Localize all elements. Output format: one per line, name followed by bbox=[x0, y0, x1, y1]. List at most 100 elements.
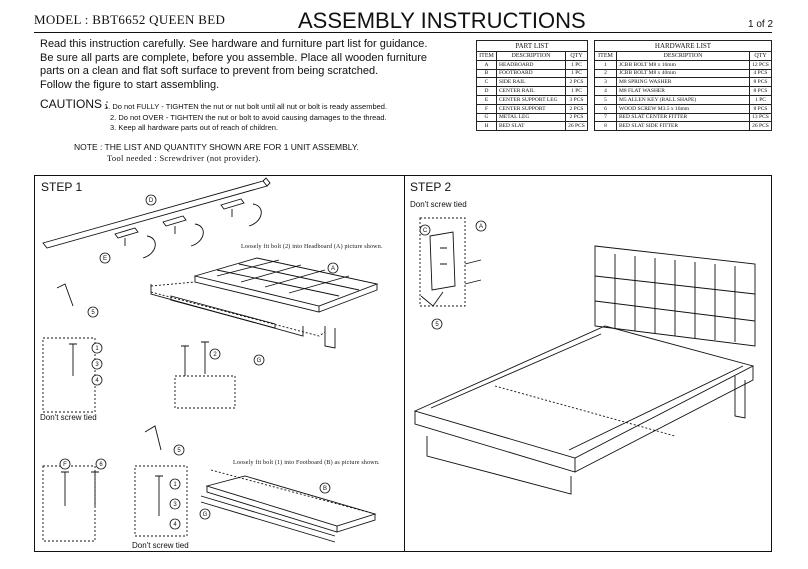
callout-marker: G bbox=[253, 354, 265, 366]
footboard-bolt-note: Loosely fit bolt (1) into Footboard (B) … bbox=[233, 460, 380, 466]
qty-cell: 12 PCS bbox=[749, 59, 772, 70]
item-cell: 8 bbox=[594, 121, 617, 132]
qty-cell: 8 PCS bbox=[749, 86, 772, 96]
item-cell: G bbox=[476, 112, 497, 123]
callout-label: 5 bbox=[177, 448, 181, 454]
callout-label: 2 bbox=[213, 352, 217, 358]
step1-label: STEP 1 bbox=[41, 180, 83, 194]
tools-needed: Tool needed : Screwdriver (not provider)… bbox=[107, 153, 261, 163]
item-cell: 1 bbox=[594, 59, 617, 70]
description-cell: HEADBOARD bbox=[496, 59, 566, 70]
detail-box-drawing bbox=[42, 337, 236, 542]
qty-cell: 8 PCS bbox=[749, 103, 772, 114]
item-cell: B bbox=[476, 68, 497, 79]
qty-cell: 1 PC bbox=[565, 86, 588, 96]
col-header: DESCRIPTION bbox=[616, 51, 750, 61]
hardware-list-caption: HARDWARE LIST bbox=[594, 40, 772, 52]
qty-cell: 2 PCS bbox=[565, 77, 588, 88]
callout-label: 1 bbox=[173, 482, 177, 488]
support-leg-drawing bbox=[114, 198, 262, 259]
item-cell: D bbox=[476, 86, 497, 96]
intro-line: Be sure all parts are complete, before y… bbox=[40, 51, 428, 64]
headboard-bolt-note: Loosely fit bolt (2) into Headboard (A) … bbox=[241, 244, 383, 250]
callout-marker: 2 bbox=[209, 348, 221, 360]
callout-label: D bbox=[149, 198, 154, 204]
callout-marker: 5 bbox=[173, 444, 185, 456]
qty-cell: 3 PCS bbox=[565, 94, 588, 105]
callout-marker: A bbox=[327, 262, 339, 274]
item-cell: H bbox=[476, 121, 497, 132]
callout-marker: A bbox=[475, 220, 487, 232]
caution-item: 2. Do not OVER - TIGHTEN the nut or bolt… bbox=[110, 113, 387, 122]
note-text: NOTE : THE LIST AND QUANTITY SHOWN ARE F… bbox=[74, 142, 359, 152]
callout-marker: 4 bbox=[169, 518, 181, 530]
col-header: QTY bbox=[749, 51, 772, 61]
headboard-drawing bbox=[150, 257, 379, 349]
title-rule bbox=[34, 32, 772, 33]
description-cell: CENTER SUPPORT bbox=[496, 103, 566, 114]
steps-frame: STEP 1 STEP 2 Loosely fit bolt (2) into … bbox=[34, 175, 772, 552]
description-cell: METAL LEG bbox=[496, 112, 566, 123]
callout-marker: 5 bbox=[431, 318, 443, 330]
step-divider bbox=[404, 176, 406, 551]
callout-label: C bbox=[423, 228, 428, 234]
bed-frame-drawing bbox=[413, 245, 756, 495]
allen-key-icon bbox=[56, 283, 74, 307]
assembly-note: NOTE : THE LIST AND QUANTITY SHOWN ARE F… bbox=[74, 142, 359, 164]
callout-label: A bbox=[479, 224, 483, 230]
callout-marker: 1 bbox=[91, 342, 103, 354]
callout-marker: D bbox=[145, 194, 157, 206]
callout-label: 6 bbox=[99, 462, 103, 468]
description-cell: JCBB BOLT M8 x 16mm bbox=[616, 59, 750, 70]
description-cell: BED SLAT CENTER FITTER bbox=[616, 112, 750, 123]
description-cell: M8 FLAT WASHER bbox=[616, 86, 750, 96]
col-header: DESCRIPTION bbox=[496, 51, 566, 61]
bolt-drawing bbox=[61, 341, 209, 516]
callout-label: 3 bbox=[95, 362, 99, 368]
callout-label: 4 bbox=[173, 522, 177, 528]
intro-line: parts on a clean and flat soft surface t… bbox=[40, 65, 379, 77]
callout-label: 5 bbox=[435, 322, 439, 328]
description-cell: FOOTBOARD bbox=[496, 68, 566, 79]
callout-label: G bbox=[257, 358, 262, 364]
col-header: ITEM bbox=[594, 51, 617, 61]
allen-key-icon bbox=[144, 425, 162, 451]
description-cell: M8 SPRING WASHER bbox=[616, 77, 750, 88]
description-cell: BED SLAT SIDE FITTER bbox=[616, 121, 750, 132]
description-cell: JCBB BOLT M8 x 40mm bbox=[616, 68, 750, 79]
col-header: ITEM bbox=[476, 51, 497, 61]
caution-item: 1. Do not FULLY - TIGHTEN the nut or nut… bbox=[104, 102, 388, 111]
assembly-drawing: D E A G 5 1 2 3 4 5 F 6 1 3 4 B G C A 5 bbox=[42, 177, 756, 543]
caution-item: 3. Keep all hardware parts out of reach … bbox=[110, 123, 279, 132]
item-cell: 4 bbox=[594, 86, 617, 96]
qty-cell: 26 PCS bbox=[565, 121, 588, 132]
cautions-label: CAUTIONS : bbox=[40, 97, 109, 111]
callout-marker: 3 bbox=[91, 358, 103, 370]
item-cell: 5 bbox=[594, 94, 617, 105]
callout-marker: 6 bbox=[95, 458, 107, 470]
callout-marker: 3 bbox=[169, 498, 181, 510]
center-rail-drawing bbox=[42, 177, 271, 249]
qty-cell: 2 PCS bbox=[565, 112, 588, 123]
qty-cell: 1 PC bbox=[565, 59, 588, 70]
description-cell: CENTER RAIL bbox=[496, 86, 566, 96]
callout-marker: F bbox=[59, 458, 71, 470]
qty-cell: 4 PCS bbox=[749, 68, 772, 79]
dont-screw-note: Don't screw tied bbox=[132, 541, 189, 550]
callout-label: E bbox=[103, 256, 107, 262]
qty-cell: 2 PCS bbox=[565, 103, 588, 114]
callout-label: 1 bbox=[95, 346, 99, 352]
item-cell: 3 bbox=[594, 77, 617, 88]
item-cell: 2 bbox=[594, 68, 617, 79]
description-cell: BED SLAT bbox=[496, 121, 566, 132]
